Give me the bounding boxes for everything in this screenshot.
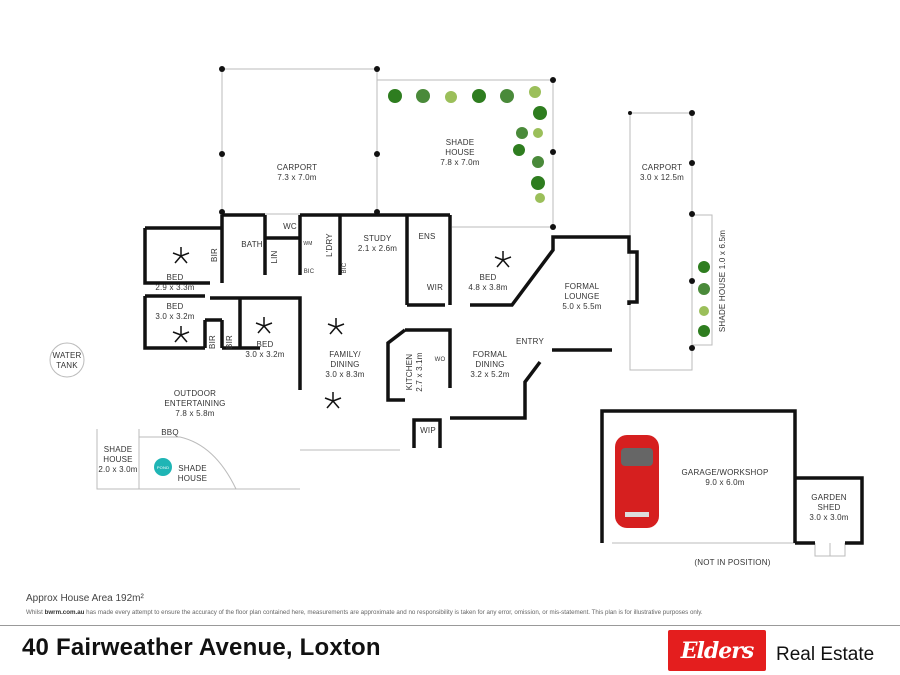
pond-icon [154, 458, 172, 476]
room-bic-2: BIC [342, 262, 348, 274]
brand-name: Elders [680, 637, 754, 664]
room-entry: ENTRY [516, 337, 544, 346]
room-wc: WC [283, 222, 297, 231]
disclaimer-pre: Whilst [26, 609, 45, 616]
elders-logo: Elders [668, 630, 766, 671]
floor-plan-drawing [49, 66, 864, 557]
house-area: Approx House Area 192m² [26, 593, 144, 604]
room-ensuite: ENS [418, 232, 436, 241]
room-bir-1: BIR [210, 248, 219, 262]
not-in-position-note: (NOT IN POSITION) [694, 558, 771, 567]
footer-divider [0, 625, 900, 626]
disclaimer: Whilst bwrm.com.au has made every attemp… [26, 609, 703, 616]
room-wm: WM [303, 241, 313, 247]
room-lin: LIN [270, 250, 279, 264]
room-wip: WIP [420, 426, 436, 435]
room-bir-2: BIR [208, 335, 217, 349]
room-wir: WIR [426, 283, 444, 292]
car-icon [615, 435, 659, 528]
room-laundry: L'DRY [325, 233, 334, 257]
brand-suffix: Real Estate [776, 644, 875, 665]
room-wo: WO [434, 357, 446, 363]
property-address: 40 Fairweather Avenue, Loxton [22, 634, 381, 661]
ceiling-fan-icons [172, 247, 512, 409]
disclaimer-post: has made every attempt to ensure the acc… [84, 609, 703, 616]
plant-icons [388, 86, 710, 337]
room-bath: BATH [241, 240, 263, 249]
pond-label: POND [156, 465, 170, 470]
room-shade-house-side: SHADE HOUSE 1.0 x 6.5m [718, 229, 727, 333]
room-bic-1: BIC [303, 269, 315, 275]
disclaimer-site: bwrm.com.au [44, 609, 85, 616]
room-bir-3: BIR [225, 335, 234, 349]
bbq-label: BBQ [161, 428, 179, 437]
